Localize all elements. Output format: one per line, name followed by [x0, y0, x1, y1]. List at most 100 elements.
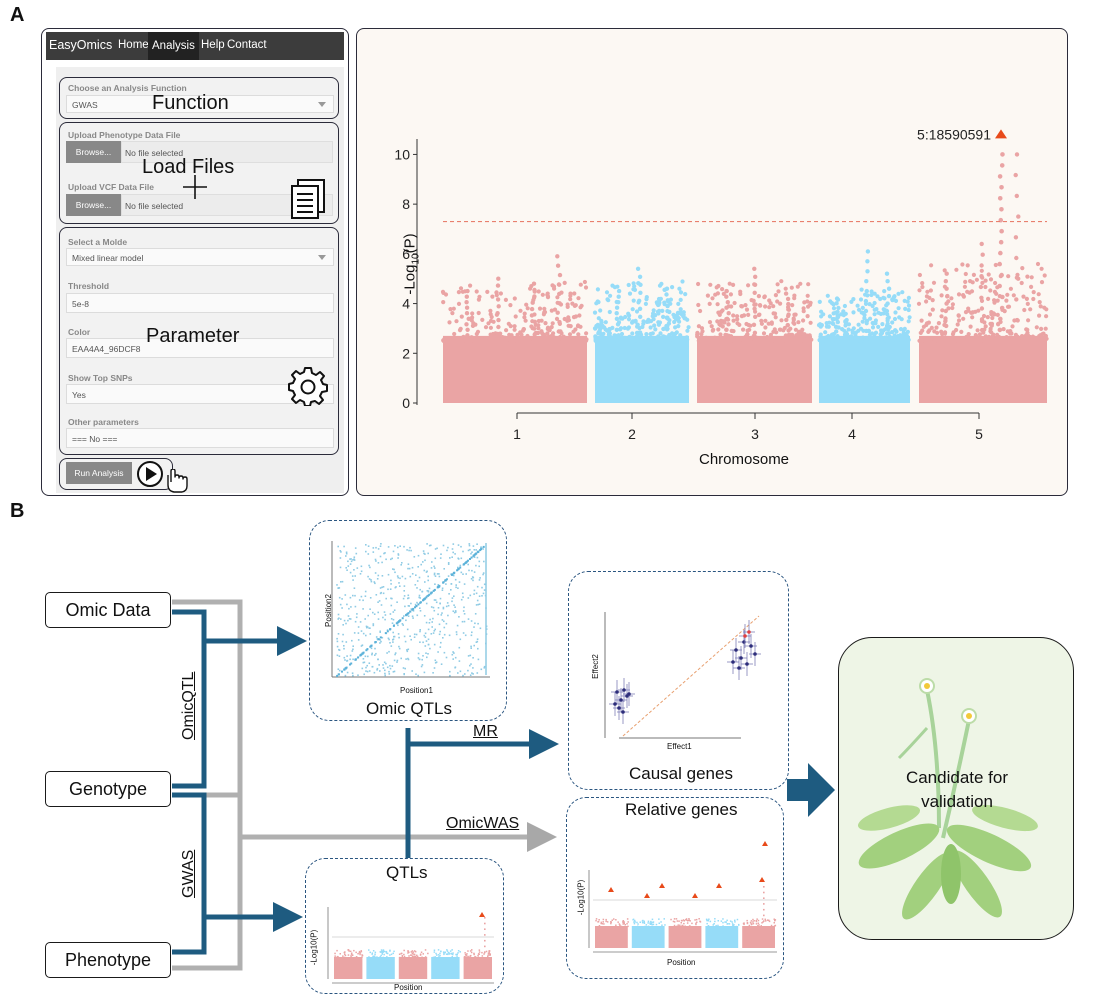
snp-peak-point — [638, 314, 643, 319]
snp-peak-point — [556, 282, 562, 287]
snp-point — [477, 337, 482, 342]
snp-peak-point — [783, 291, 789, 296]
top-snps-select[interactable]: Yes — [66, 384, 334, 404]
snp-point — [361, 954, 363, 956]
nav-analysis[interactable]: Analysis — [148, 32, 199, 60]
qtl-point — [424, 645, 427, 647]
qtl-point — [445, 605, 448, 608]
snp-peak-point — [863, 308, 869, 314]
snp-point — [466, 953, 468, 955]
qtl-point — [369, 597, 372, 599]
snp-point — [550, 321, 555, 326]
snp-peak-point — [555, 263, 561, 268]
snp-point — [963, 310, 969, 315]
qtl-point — [476, 640, 479, 643]
snp-point — [643, 920, 645, 923]
cis-qtl-point — [417, 603, 420, 606]
top-snp-column — [997, 174, 1003, 179]
snp-peak-point — [978, 284, 984, 290]
qtl-point — [392, 638, 395, 640]
qtl-point — [392, 611, 395, 613]
snp-point — [481, 951, 483, 954]
snp-point — [603, 923, 605, 925]
qtl-point — [428, 587, 431, 590]
run-analysis-button[interactable]: Run Analysis — [66, 462, 132, 484]
snp-point — [808, 300, 813, 305]
snp-point — [821, 312, 826, 317]
qtl-point — [471, 631, 473, 634]
snp-point — [403, 953, 405, 956]
qtl-point — [479, 627, 482, 630]
snp-point — [894, 329, 899, 334]
snp-point — [476, 310, 481, 316]
color-input[interactable]: EAA4A4_96DCF8 — [66, 338, 334, 358]
cis-qtl-point — [445, 578, 448, 581]
snp-peak-point — [751, 298, 756, 303]
snp-point — [536, 323, 541, 328]
snp-point — [416, 955, 419, 958]
snp-point — [745, 338, 750, 343]
qtl-point — [440, 641, 442, 644]
cis-qtl-point — [430, 591, 433, 594]
cis-qtl-point — [411, 608, 414, 611]
snp-point — [549, 338, 554, 343]
candidate-box: Candidate for validation — [838, 637, 1074, 940]
snp-point — [842, 303, 847, 309]
qtl-point — [388, 650, 390, 653]
qtl-point — [367, 545, 370, 547]
nav-contact[interactable]: Contact — [227, 39, 267, 51]
other-params-input[interactable]: === No === — [66, 428, 334, 448]
snp-point — [504, 328, 509, 333]
qtl-point — [482, 592, 485, 595]
snp-point — [661, 924, 663, 926]
snp-point — [729, 334, 734, 339]
qtl-point — [383, 661, 386, 664]
nav-home[interactable]: Home — [118, 39, 149, 51]
qtl-point — [365, 625, 368, 628]
snp-point — [981, 313, 987, 319]
snp-point — [765, 920, 767, 922]
snp-point — [481, 955, 484, 957]
qtl-point — [337, 618, 339, 620]
vcf-browse-button[interactable]: Browse... — [66, 194, 121, 216]
snp-point — [728, 923, 731, 925]
qtl-point — [447, 546, 449, 549]
brand-logo[interactable]: EasyOmics — [49, 38, 113, 52]
qtl-point — [358, 599, 361, 601]
snp-point — [551, 334, 556, 340]
snp-point — [623, 921, 625, 923]
snp-peak-point — [944, 286, 949, 291]
snp-point — [418, 957, 420, 959]
snp-point — [720, 308, 725, 313]
qtl-point — [421, 590, 424, 593]
snp-point — [696, 324, 701, 329]
snp-point — [724, 921, 726, 923]
phenotype-browse-button[interactable]: Browse... — [66, 141, 121, 163]
qtl-point — [366, 670, 369, 673]
snp-point — [988, 277, 994, 282]
qtl-point — [462, 573, 464, 575]
relative-genes-ylabel: -Log10(P) — [576, 879, 586, 916]
snp-point — [714, 920, 716, 923]
snp-point — [892, 316, 898, 322]
snp-point — [385, 952, 388, 954]
snp-point — [1010, 324, 1015, 329]
qtl-point — [408, 567, 411, 570]
snp-point — [675, 918, 678, 920]
qtl-point — [348, 618, 351, 620]
snp-peak-point — [638, 290, 643, 295]
mr-point — [619, 698, 623, 702]
threshold-input[interactable]: 5e-8 — [66, 293, 334, 313]
snp-point — [438, 956, 440, 958]
mr-point — [753, 652, 757, 656]
qtl-point — [407, 658, 410, 661]
nav-help[interactable]: Help — [201, 39, 225, 51]
snp-point — [722, 918, 724, 920]
snp-point — [508, 303, 513, 308]
function-select[interactable]: GWAS — [66, 95, 334, 113]
snp-point — [849, 335, 855, 340]
play-icon[interactable] — [136, 460, 164, 488]
snp-point — [411, 950, 414, 952]
function-label: Choose an Analysis Function — [68, 83, 187, 93]
model-select[interactable]: Mixed linear model — [66, 248, 334, 266]
